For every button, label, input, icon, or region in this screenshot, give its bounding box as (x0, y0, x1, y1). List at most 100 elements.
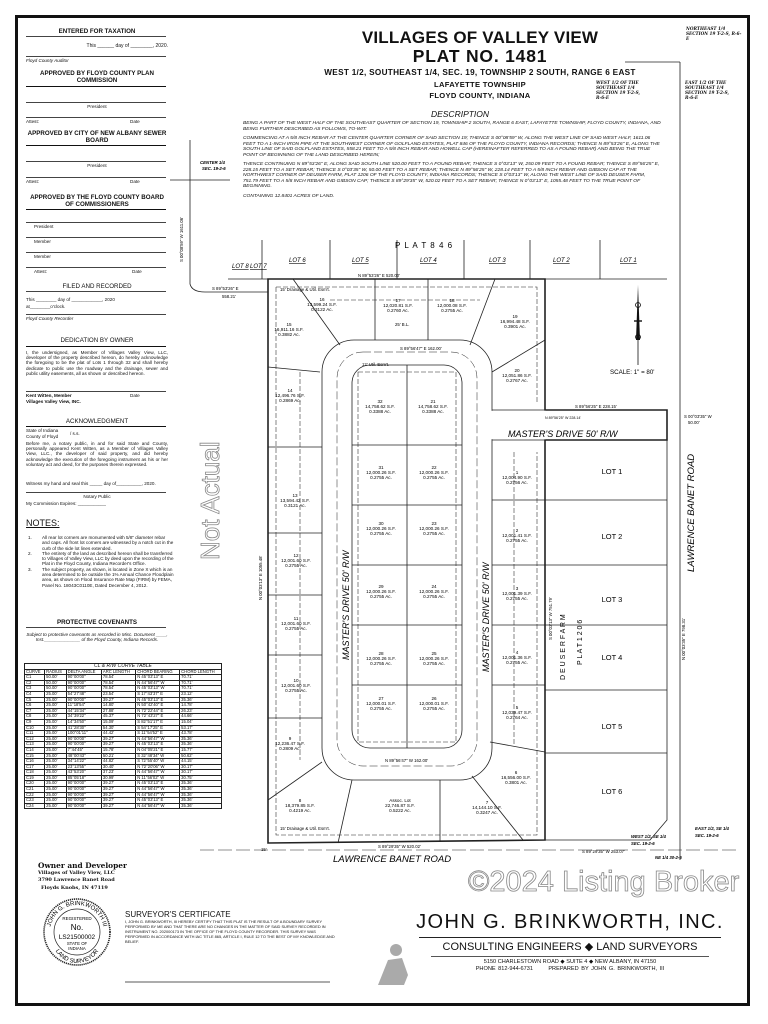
description-paragraph: THENCE CONTINUING N 89°53'26" E, ALONG S… (243, 162, 660, 189)
ne-quarter-label: NORTHEAST 1/4 SECTION 19 T-2-S, R-6-E (686, 26, 742, 41)
east-jog-return-bearing: N 89°56'25" W 228.14' (545, 416, 581, 420)
lot-number: 31 (378, 465, 384, 470)
east-half-corner-sec: SEC. 19-2-6 (695, 833, 719, 838)
legal-description: BEING A PART OF THE WEST HALF OF THE SOU… (243, 121, 661, 203)
company-phone: PHONE 812-944-6731 (475, 966, 533, 972)
lot-area-acres: 0.2755 Ac. (506, 660, 528, 665)
lot-number: 19 (512, 314, 518, 319)
owner-name: Villages of Valley View, LLC (38, 869, 115, 876)
lot-area-sf: 12,051.86 S.F. (502, 373, 532, 378)
surveyor-heading: SURVEYOR'S CERTIFICATE (125, 910, 231, 919)
filed-signer: Floyd County Recorder (26, 316, 74, 321)
note-number: 1. (28, 535, 32, 540)
owner-heading: Owner and Developer (38, 861, 127, 870)
lot-number: 4 (516, 650, 519, 655)
dedication-heading: DEDICATION BY OWNER (60, 337, 134, 344)
east-jog-south-bearing: S 00°03'35" W (684, 414, 713, 419)
owner-city: Floyds Knobs, IN 47119 (41, 884, 108, 891)
lot-area-sf: 12,236.47 S.F. (275, 741, 305, 746)
signature-line (26, 267, 166, 268)
lot-area-sf: 12,000.26 S.F. (366, 526, 396, 531)
lot-number: 13 (292, 493, 298, 498)
notes-heading: NOTES: (26, 518, 60, 528)
west-section-line (189, 140, 268, 293)
deuser-farm-lots (545, 439, 668, 841)
deuser-lot-4: LOT 4 (602, 653, 623, 662)
lot-number: 27 (378, 696, 384, 701)
filed-line-1: This ________ day of ____________, 2020 (26, 297, 115, 302)
taxation-heading: ENTERED FOR TAXATION (58, 28, 136, 35)
lot-number: 2 (516, 528, 519, 533)
deuser-lot-5: LOT 5 (602, 722, 623, 731)
lot-label: 616,556.00 S.F.0.3801 Ac. (501, 770, 531, 785)
filed-line-2: at________o'clock. (26, 304, 66, 309)
lot-number: 18 (449, 298, 455, 303)
sewer-attest: Attest: (26, 179, 40, 184)
ack-witness: Witness my hand and seal this _____ day … (26, 481, 156, 486)
deuser-south-bearing: S 89°29'35" W 253.07' (582, 849, 625, 854)
note-text: All rear lot corners are monumented with… (42, 535, 174, 551)
description-paragraph: COMMENCING AT A 5/8 INCH REBAR AT THE CE… (243, 136, 660, 158)
north-lot-8: LOT 8 (232, 264, 249, 270)
company-contact-line: PHONE 812-944-6731 PREPARED BY JOHN G. B… (415, 966, 725, 973)
commissioners-president: President (34, 224, 54, 229)
ne-corner-label: NE 1/4 30-2-6 (655, 855, 682, 860)
lot-area-acres: 0.3122 Ac. (311, 307, 333, 312)
deuser-lot-1: LOT 1 (602, 467, 623, 476)
lot-area-sf: 12,039.47 S.F. (502, 710, 532, 715)
lot-label: 512,039.47 S.F.0.2764 Ac. (502, 705, 532, 720)
plat-1206-label: P L A T 1 2 0 6 (577, 620, 584, 665)
north-lot-5: LOT 5 (352, 258, 369, 264)
north-lot-7: LOT 7 (250, 264, 267, 270)
lot-area-sf: 12,000.26 S.F. (419, 470, 449, 475)
lot-label: 2012,051.86 S.F.0.2767 Ac. (502, 368, 532, 383)
plat-846-label: P L A T 8 4 6 (395, 241, 453, 250)
east-jog-bearing: S 89°56'25" E 228.15' (575, 404, 617, 409)
golfland-south-bearing: S 89°53'26" E (212, 286, 239, 291)
east-jog-south-distance: 50.00' (688, 420, 700, 425)
lot-area-sf: 14,758.62 S.F. (365, 404, 395, 409)
lot-label: 312,001.39 S.F.0.2755 Ac. (502, 586, 532, 601)
lot-number: 7 (486, 800, 489, 805)
north-lot-6: LOT 6 (289, 258, 306, 264)
lot-number: 22 (431, 465, 437, 470)
divider (26, 145, 166, 146)
lot-area-sf: 12,000.08 S.F. (437, 303, 467, 308)
curve-cell: C24 (23, 802, 46, 810)
lot-area-sf: 12,001.39 S.F. (502, 591, 532, 596)
dedication-signer: Kent Witten, Member (26, 393, 72, 398)
lot-area-sf: 12,001.36 S.F. (502, 655, 532, 660)
plat-number: PLAT NO. 1481 (412, 46, 548, 66)
signature-line (26, 222, 166, 223)
lot-area-sf: 12,000.01 S.F. (366, 701, 396, 706)
lot-number: Assoc. Lot (389, 798, 411, 803)
lot-area-sf: 12,001.41 S.F. (502, 533, 532, 538)
ack-state: State of Indiana (26, 428, 59, 433)
lot-area-acres: 0.2764 Ac. (506, 715, 528, 720)
lot-number: 8 (299, 798, 302, 803)
surveyor-text: I, JOHN G. BRINKWORTH, III HEREBY CERTIF… (125, 919, 335, 944)
lot-number: 14 (287, 388, 293, 393)
divider (26, 627, 166, 628)
lot-area-acres: 0.2809 Ac. (279, 746, 301, 751)
deuser-line-bearing: S 00°03'13" W 751.79' (548, 597, 553, 640)
street-labels: MASTER'S DRIVE 50' R/W MASTER'S DRIVE 50… (333, 429, 697, 865)
easement-lines (275, 286, 538, 836)
lot-area-acres: 0.2755 Ac. (370, 706, 392, 711)
curve-cell: 39.27' (100, 802, 137, 810)
commissioners-date: Date (132, 269, 142, 274)
commissioners-member-1: Member (34, 239, 51, 244)
seal-registered: REGISTERED (62, 916, 92, 921)
seal-state: STATE OF (67, 941, 88, 946)
north-lot-1: LOT 1 (620, 258, 637, 264)
lot-area-sf: 16,911.16 S.F. (274, 327, 303, 332)
